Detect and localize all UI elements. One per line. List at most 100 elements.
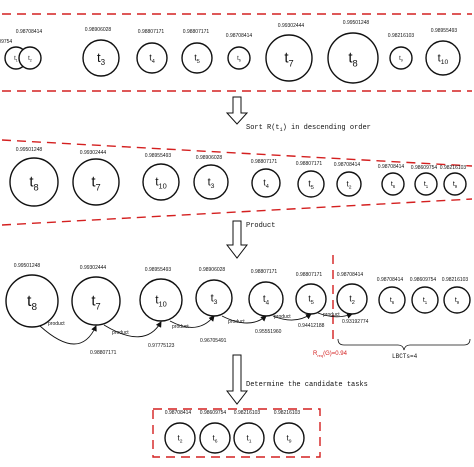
task-value: 0.98906028 — [196, 155, 223, 161]
task-label: t10 — [438, 52, 449, 66]
task-value: 0.98216103 — [388, 33, 415, 39]
task-circle — [193, 164, 229, 200]
product-edge: product 0.98807171 — [39, 321, 117, 356]
task-label: t1 — [14, 56, 18, 63]
task-circle — [297, 170, 325, 198]
task-label: t6 — [390, 297, 395, 305]
task-circle — [414, 172, 438, 196]
frame-row2-top — [1, 139, 473, 167]
task-label: t7 — [91, 293, 100, 312]
product-label: product — [48, 321, 65, 327]
task-circle — [199, 422, 231, 454]
task-value: 0.98708414 — [377, 277, 404, 283]
task-node: t90.98216103 — [442, 277, 471, 314]
task-circle — [443, 286, 471, 314]
task-label: t4 — [263, 178, 269, 190]
task-circle — [164, 422, 196, 454]
step2-arrow — [225, 220, 249, 259]
task-value: 0.98216103 — [442, 277, 469, 283]
task-value: 0.98906028 — [85, 27, 112, 33]
task-node: t30.98906028 — [195, 267, 233, 317]
step1-label: Sort R(ti) in descending order — [246, 124, 371, 133]
task-circle — [425, 40, 461, 76]
threshold-label: Rreq(G)=0.94 — [313, 351, 348, 358]
task-circle — [72, 158, 120, 206]
task-label: t6 — [391, 181, 396, 189]
task-value: 0.98216103 — [274, 410, 301, 416]
task-circle — [5, 274, 59, 328]
task-circle — [233, 422, 265, 454]
task-value: 0.99302444 — [278, 23, 305, 29]
task-value: 0.98708414 — [378, 164, 405, 170]
red-frames — [1, 13, 473, 458]
task-value: 0.98807171 — [138, 29, 165, 35]
product-arrow — [317, 312, 353, 319]
task-circle — [443, 172, 467, 196]
task-node: t50.98807171 — [295, 272, 327, 315]
task-node: t10.98609754 — [411, 165, 438, 196]
task-label: t1 — [424, 181, 429, 189]
product-label: product — [172, 324, 189, 330]
task-value: 0.99302444 — [80, 265, 107, 271]
task-circle — [71, 276, 121, 326]
task-node: t90.98216103 — [273, 410, 305, 454]
task-circle — [139, 278, 183, 322]
task-value: 0.98807171 — [251, 269, 278, 275]
step2-label: Product — [246, 222, 275, 230]
task-circle — [265, 34, 313, 82]
task-label: t2 — [178, 433, 183, 444]
task-value: 0.99501248 — [14, 263, 41, 269]
product-value: 0.95551960 — [255, 329, 282, 335]
task-node: t60.98708414 — [226, 33, 252, 70]
step3-arrow — [225, 354, 249, 405]
task-value: 0.98609754 — [200, 410, 227, 416]
task-label: t4 — [149, 53, 155, 65]
step1-arrow — [225, 96, 249, 125]
task-circle — [336, 171, 362, 197]
task-node: t20.98708414 — [164, 410, 196, 454]
task-label: t6 — [237, 56, 241, 63]
product-value: 0.94412188 — [298, 323, 325, 329]
task-node: t20.98708414 — [16, 29, 43, 70]
task-value: 0.98807171 — [296, 272, 323, 278]
step-arrows — [225, 96, 249, 405]
task-node: t80.99501248 — [327, 20, 379, 84]
task-circle — [227, 46, 251, 70]
task-label: t9 — [453, 181, 458, 189]
task-node: t10.98609754 — [410, 277, 439, 314]
task-node: t4 0.98807171 — [248, 269, 284, 317]
task-label: t3 — [208, 176, 215, 190]
task-label: t5 — [194, 53, 200, 65]
product-arrow — [272, 313, 312, 321]
task-label: t2 — [349, 294, 355, 306]
task-value: 0.99501248 — [343, 20, 370, 26]
product-arrow — [221, 315, 267, 324]
task-value: 0.98708414 — [16, 29, 43, 35]
task-label: t4 — [263, 294, 270, 307]
task-node: t30.98906028 — [82, 27, 120, 77]
task-node: t10.98216103 — [233, 410, 265, 454]
task-label: t3 — [211, 292, 218, 306]
task-node: t2 0.98708414 — [336, 272, 368, 315]
task-circle — [378, 286, 406, 314]
product-arrow — [39, 325, 97, 345]
task-value: 0.99302444 — [80, 150, 107, 156]
task-circle — [142, 163, 180, 201]
task-value: 0.98955493 — [431, 28, 458, 34]
task-label: t10 — [155, 293, 167, 309]
task-value: 0.98708414 — [337, 272, 364, 278]
task-value: 0.98216103 — [234, 410, 261, 416]
task-value: 0.98807171 — [251, 159, 278, 165]
task-node: t90.98216103 — [388, 33, 415, 70]
task-circle — [136, 42, 168, 74]
task-label: t2 — [347, 179, 352, 190]
lbct-label: LBCTs=4 — [392, 353, 418, 360]
product-value: 0.96705491 — [200, 338, 227, 344]
product-value: 0.98807171 — [90, 350, 117, 356]
